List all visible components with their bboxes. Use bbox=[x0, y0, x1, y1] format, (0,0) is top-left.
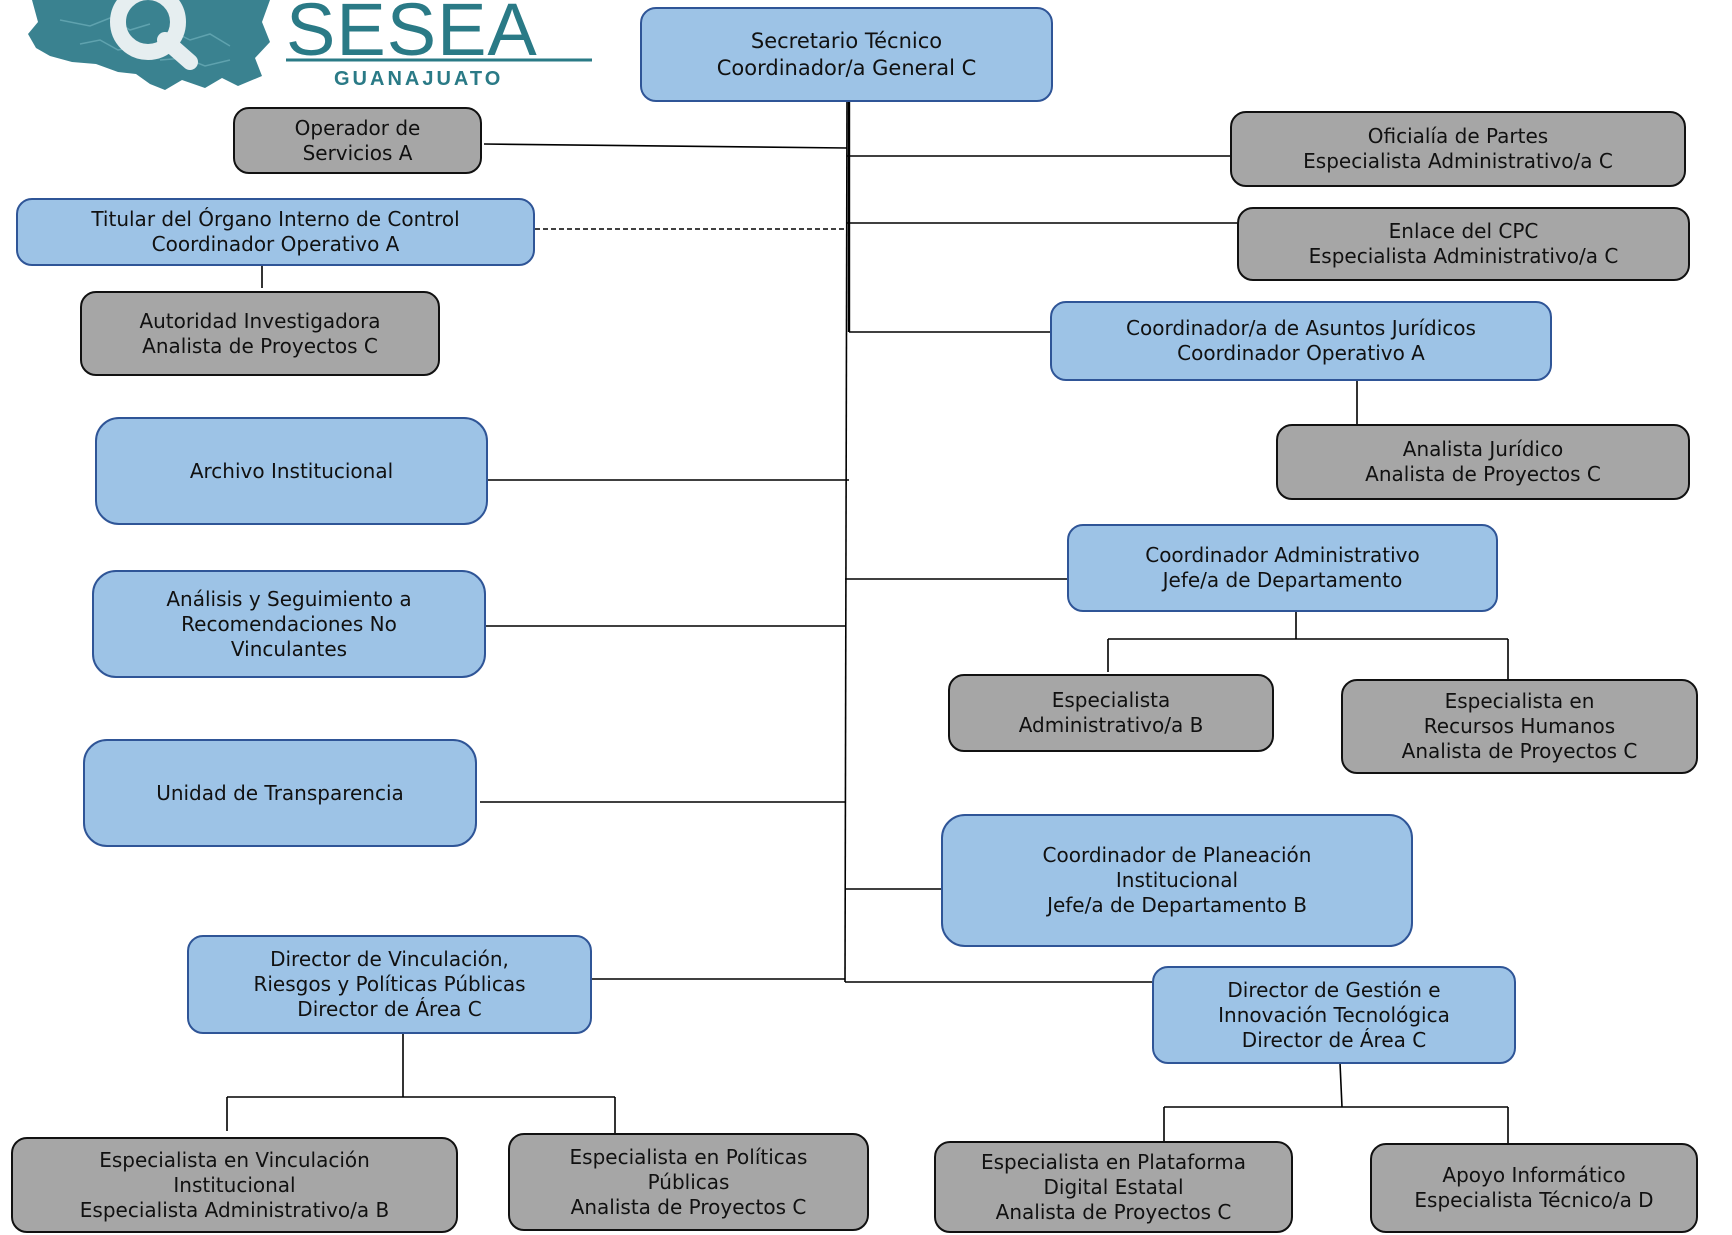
node-operador-de-servicios[interactable]: Operador de Servicios A bbox=[233, 107, 482, 174]
node-director-gestion-innovacion[interactable]: Director de Gestión e Innovación Tecnoló… bbox=[1152, 966, 1516, 1064]
node-line: Coordinador Administrativo bbox=[1145, 543, 1420, 567]
node-especialista-vinculacion[interactable]: Especialista en Vinculación Instituciona… bbox=[11, 1137, 458, 1233]
node-line: Especialista en Plataforma bbox=[980, 1149, 1247, 1174]
node-line: Institucional bbox=[173, 1172, 296, 1197]
node-line: Recursos Humanos bbox=[1423, 714, 1616, 738]
node-unidad-de-transparencia[interactable]: Unidad de Transparencia bbox=[83, 739, 477, 847]
node-especialista-administrativo-b[interactable]: Especialista Administrativo/a B bbox=[948, 674, 1274, 752]
node-line: Especialista en Políticas bbox=[569, 1144, 808, 1169]
node-especialista-recursos-humanos[interactable]: Especialista en Recursos Humanos Analist… bbox=[1341, 679, 1698, 774]
node-line: Director de Gestión e bbox=[1227, 977, 1441, 1002]
node-line: Analista Jurídico bbox=[1402, 437, 1564, 461]
node-line: Institucional bbox=[1115, 868, 1239, 892]
node-line: Vinculantes bbox=[230, 636, 348, 661]
node-especialista-plataforma-digital[interactable]: Especialista en Plataforma Digital Estat… bbox=[934, 1141, 1293, 1233]
node-oficialia-de-partes[interactable]: Oficialía de Partes Especialista Adminis… bbox=[1230, 111, 1686, 187]
node-line: Especialista Administrativo/a C bbox=[1308, 244, 1619, 268]
node-line: Analista de Proyectos C bbox=[570, 1194, 807, 1219]
node-line: Director de Área C bbox=[1241, 1027, 1427, 1052]
node-especialista-politicas-publicas[interactable]: Especialista en Políticas Públicas Anali… bbox=[508, 1133, 869, 1231]
node-line: Administrativo/a B bbox=[1018, 713, 1204, 737]
node-line: Especialista Administrativo/a C bbox=[1303, 149, 1613, 173]
logo-state: GUANAJUATO bbox=[334, 68, 503, 90]
node-line: Secretario Técnico bbox=[750, 28, 943, 53]
node-apoyo-informatico[interactable]: Apoyo Informático Especialista Técnico/a… bbox=[1370, 1143, 1698, 1233]
sesea-guanajuato-logo: SESEA GUANAJUATO bbox=[28, 0, 592, 90]
node-line: Jefe/a de Departamento bbox=[1162, 568, 1403, 592]
node-line: Autoridad Investigadora bbox=[139, 308, 381, 333]
node-enlace-del-cpc[interactable]: Enlace del CPC Especialista Administrati… bbox=[1237, 207, 1690, 281]
node-titular-organo-interno-de-control[interactable]: Titular del Órgano Interno de Control Co… bbox=[16, 198, 535, 266]
node-line: Riesgos y Políticas Públicas bbox=[253, 972, 526, 996]
node-line: Director de Área C bbox=[297, 997, 482, 1021]
node-line: Especialista en Vinculación bbox=[99, 1147, 370, 1172]
node-line: Innovación Tecnológica bbox=[1218, 1002, 1450, 1027]
node-line: Coordinador/a General C bbox=[716, 55, 977, 80]
node-line: Analista de Proyectos C bbox=[142, 333, 378, 358]
node-analisis-recomendaciones[interactable]: Análisis y Seguimiento a Recomendaciones… bbox=[92, 570, 486, 678]
node-line: Análisis y Seguimiento a bbox=[166, 586, 412, 611]
node-line: Analista de Proyectos C bbox=[1365, 462, 1601, 486]
node-line: Públicas bbox=[647, 1169, 730, 1194]
node-line: Unidad de Transparencia bbox=[156, 780, 404, 805]
node-line: Analista de Proyectos C bbox=[1401, 739, 1638, 763]
node-line: Especialista Administrativo/a B bbox=[79, 1197, 390, 1222]
node-line: Coordinador/a de Asuntos Jurídicos bbox=[1126, 316, 1476, 340]
node-line: Coordinador Operativo A bbox=[151, 232, 400, 256]
node-coordinador-administrativo[interactable]: Coordinador Administrativo Jefe/a de Dep… bbox=[1067, 524, 1498, 612]
node-autoridad-investigadora[interactable]: Autoridad Investigadora Analista de Proy… bbox=[80, 291, 440, 376]
node-line: Coordinador de Planeación bbox=[1042, 843, 1312, 867]
node-line: Especialista bbox=[1051, 688, 1171, 712]
node-line: Servicios A bbox=[302, 140, 413, 165]
node-coordinador-planeacion[interactable]: Coordinador de Planeación Institucional … bbox=[941, 814, 1413, 947]
node-line: Especialista Técnico/a D bbox=[1414, 1188, 1654, 1212]
node-secretario-tecnico[interactable]: Secretario Técnico Coordinador/a General… bbox=[640, 7, 1053, 102]
node-line: Apoyo Informático bbox=[1442, 1163, 1626, 1187]
node-line: Oficialía de Partes bbox=[1367, 124, 1549, 148]
node-line: Operador de bbox=[294, 115, 421, 140]
node-line: Jefe/a de Departamento B bbox=[1047, 893, 1307, 917]
node-coordinador-asuntos-juridicos[interactable]: Coordinador/a de Asuntos Jurídicos Coord… bbox=[1050, 301, 1552, 381]
node-line: Archivo Institucional bbox=[189, 458, 394, 483]
node-line: Coordinador Operativo A bbox=[1177, 341, 1425, 365]
node-line: Recomendaciones No bbox=[181, 611, 397, 636]
guanajuato-map-icon bbox=[28, 0, 270, 90]
node-line: Enlace del CPC bbox=[1388, 219, 1539, 243]
node-director-vinculacion[interactable]: Director de Vinculación, Riesgos y Polít… bbox=[187, 935, 592, 1034]
node-line: Especialista en bbox=[1444, 689, 1595, 713]
node-line: Analista de Proyectos C bbox=[995, 1199, 1232, 1224]
node-archivo-institucional[interactable]: Archivo Institucional bbox=[95, 417, 488, 525]
node-line: Digital Estatal bbox=[1043, 1174, 1184, 1199]
node-analista-juridico[interactable]: Analista Jurídico Analista de Proyectos … bbox=[1276, 424, 1690, 500]
node-line: Director de Vinculación, bbox=[270, 947, 509, 971]
node-line: Titular del Órgano Interno de Control bbox=[91, 207, 460, 231]
